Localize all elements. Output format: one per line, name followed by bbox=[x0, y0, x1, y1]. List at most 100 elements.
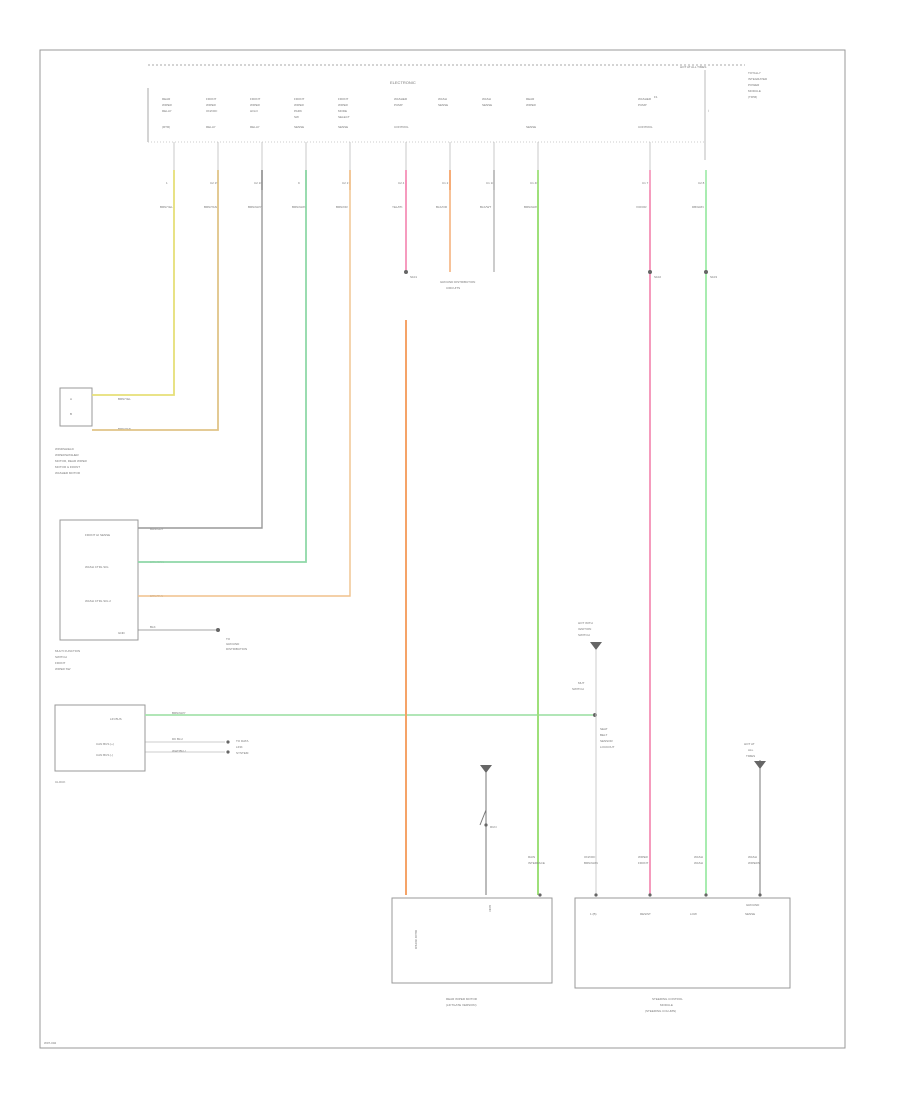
svg-text:FRONT: FRONT bbox=[250, 97, 260, 101]
svg-text:(TIPM): (TIPM) bbox=[748, 95, 757, 99]
svg-text:FRONT: FRONT bbox=[338, 97, 348, 101]
splice-s2 bbox=[648, 270, 652, 274]
svg-text:BRN/GRN: BRN/GRN bbox=[584, 861, 598, 865]
svg-text:WASH: WASH bbox=[482, 97, 491, 101]
module-c-can-dot-2 bbox=[226, 750, 230, 754]
svg-text:WIPER: WIPER bbox=[162, 103, 173, 107]
wire-orange-light bbox=[138, 190, 351, 597]
wire-tag-label: YEL/PK bbox=[392, 205, 403, 209]
wire-yellow bbox=[92, 190, 175, 396]
bottom-module-pin-3: LOW bbox=[690, 912, 697, 916]
wire-tag-pin: C2 4 bbox=[398, 181, 405, 185]
bottom-run-switch bbox=[479, 809, 487, 826]
module-c-side-label-2: LINK bbox=[236, 745, 243, 749]
svg-text:PUMP: PUMP bbox=[638, 103, 647, 107]
bottom-tags: ON/OFFBRN/GRNWIPERFRONTWASHWASHWASHWIPER… bbox=[528, 855, 762, 897]
wire-tag-label: BLK/WT bbox=[480, 205, 491, 209]
bottom-motor-label-2: (LIFTGATE VERSION) bbox=[446, 1003, 476, 1007]
splices: S101 S102 S103 GROUND DISTRIBUTION CIRCU… bbox=[404, 270, 717, 290]
bottom-ground-arrow bbox=[480, 765, 492, 773]
svg-text:RELAY: RELAY bbox=[250, 125, 260, 129]
wires bbox=[92, 180, 761, 895]
connector-a-body bbox=[59, 387, 93, 427]
bottom-motor-left: REAR WIPER bbox=[414, 930, 418, 950]
wire-tag-label: DB/GRN bbox=[692, 205, 704, 209]
bus-label: ELECTRONIC bbox=[390, 80, 416, 85]
module-c-body bbox=[54, 704, 146, 772]
svg-text:WIPER: WIPER bbox=[638, 855, 649, 859]
svg-text:POWER: POWER bbox=[748, 83, 760, 87]
wire-tag-pin: C2 17 bbox=[342, 181, 350, 185]
module-b-pin-3: WASH CTRL SIG 2 bbox=[85, 599, 111, 603]
switch-label-4: LOCKOUT bbox=[600, 745, 615, 749]
wire-tag-6: C2 4 YEL/PK bbox=[392, 170, 407, 209]
wire-tag-pin: 9 bbox=[298, 181, 300, 185]
svg-text:WASH: WASH bbox=[694, 855, 703, 859]
svg-text:HI/LO: HI/LO bbox=[250, 109, 259, 113]
svg-text:SW: SW bbox=[294, 115, 299, 119]
svg-text:SENSE: SENSE bbox=[438, 103, 448, 107]
svg-text:FRONT: FRONT bbox=[206, 97, 216, 101]
bottom-motor: REAR WIPER GND REAR WIPER MOTOR (LIFTGAT… bbox=[391, 897, 553, 1007]
right-source2-1: HOT AT bbox=[744, 742, 755, 746]
svg-text:RELAY: RELAY bbox=[206, 125, 216, 129]
module-c: LIN BUS CAN BUS (+) CAN BUS (-) BRN/GRY … bbox=[54, 704, 249, 784]
module-c-label: CLOCK bbox=[55, 780, 65, 784]
module-c-wire-1: BRN/GRY bbox=[172, 711, 186, 715]
right-source2-arrow bbox=[754, 761, 766, 769]
splice-s3 bbox=[704, 270, 708, 274]
connector-a: A B BRN/YEL BRN/TAN WINDSHIELD WIPER/WAS… bbox=[55, 387, 131, 475]
connector-a-pin-a: A bbox=[70, 397, 72, 401]
bottom-module-label-2: MODULE bbox=[660, 1003, 673, 1007]
bottom-motor-body bbox=[391, 897, 553, 984]
svg-text:WASHER: WASHER bbox=[638, 97, 652, 101]
svg-text:TOTALLY: TOTALLY bbox=[748, 71, 761, 75]
svg-text:WASHER: WASHER bbox=[394, 97, 408, 101]
module-b-pin-1: FRONT HI SENSE bbox=[85, 533, 110, 537]
f1-label: F1 bbox=[654, 95, 658, 99]
svg-text:RAIN: RAIN bbox=[528, 855, 535, 859]
svg-text:ON/OFF: ON/OFF bbox=[584, 855, 595, 859]
splice-s1-label: S101 bbox=[410, 275, 417, 279]
right-source-3: SWITCH bbox=[578, 633, 590, 637]
svg-text:SENSE: SENSE bbox=[338, 125, 348, 129]
module-b-wire-4: BLK bbox=[150, 625, 156, 629]
tipm-note: TOTALLY INTEGRATED POWER MODULE (TIPM) bbox=[748, 71, 768, 99]
module-c-side-label-3: SYSTEM bbox=[236, 751, 249, 755]
svg-text:INTEGRATED: INTEGRATED bbox=[748, 77, 768, 81]
svg-text:PUMP: PUMP bbox=[394, 103, 403, 107]
wire-gray bbox=[138, 190, 263, 529]
wire-tag-pin: C2 8 bbox=[698, 181, 705, 185]
svg-text:REAR: REAR bbox=[162, 97, 171, 101]
bottom-module: 1 (B) RESIST LOW SENSE GROUND STEERING C… bbox=[574, 897, 791, 1013]
module-b-pin-2: WASH CTRL SIG bbox=[85, 565, 109, 569]
bottom-motor-gnd: GND bbox=[488, 905, 492, 913]
svg-text:INTERFACE: INTERFACE bbox=[528, 861, 545, 865]
splice-s1 bbox=[404, 270, 408, 274]
svg-text:SENSE: SENSE bbox=[294, 125, 304, 129]
connector-a-label-2: WIPER/WASHER bbox=[55, 453, 80, 457]
wire-tag-label: BRN/YEL bbox=[160, 205, 173, 209]
splice-s2-label: S102 bbox=[654, 275, 661, 279]
right-source-arrow bbox=[590, 642, 602, 650]
wire-tag-pin: C1 46 bbox=[530, 181, 538, 185]
f1-coil: ⌇ bbox=[708, 109, 709, 113]
module-b-ground-label: TO bbox=[226, 637, 231, 641]
wire-tag-label: BRN/GRN bbox=[524, 205, 538, 209]
wire-tag-pin: C2 16 bbox=[254, 181, 262, 185]
wire-tag-label: BRN/TAN bbox=[204, 205, 217, 209]
bottom-module-pin-1: 1 (B) bbox=[590, 912, 597, 916]
